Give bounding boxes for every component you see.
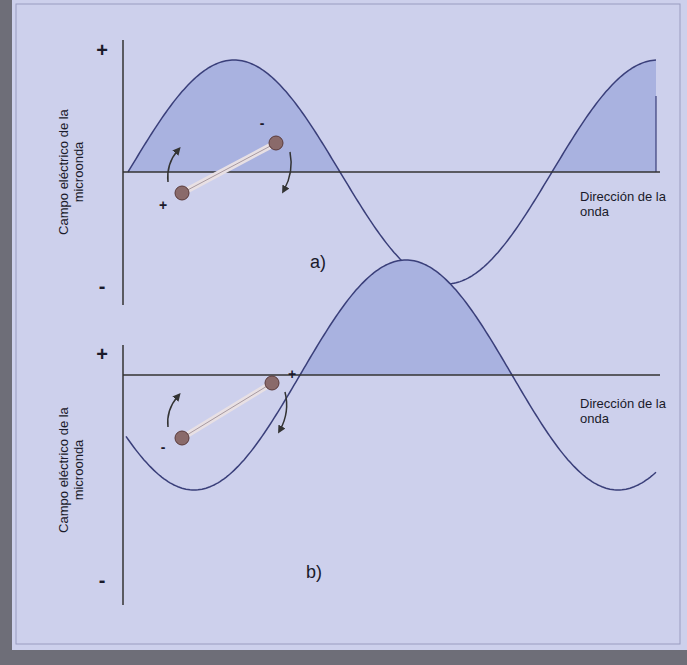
- charge-sign: -: [161, 439, 166, 455]
- y-axis: [122, 345, 124, 605]
- x-axis: [123, 374, 660, 376]
- axis-sign: -: [99, 275, 106, 298]
- x-axis: [123, 171, 660, 173]
- charge-sign: +: [288, 366, 296, 382]
- wave-end: [655, 96, 656, 172]
- wave-fill: [552, 60, 656, 172]
- axis-title: Dirección de la onda: [580, 190, 670, 220]
- wave-fill: [300, 260, 512, 375]
- dipole: [168, 136, 291, 200]
- wave-fill: [128, 60, 340, 172]
- charge-sign: -: [260, 115, 265, 131]
- frame-line: [16, 4, 680, 644]
- panel-label: b): [306, 562, 322, 583]
- axis-title: Campo eléctrico de la microonda: [57, 385, 87, 555]
- charge-sign: +: [159, 197, 167, 213]
- dipole: [168, 376, 287, 445]
- axis-title: Campo eléctrico de la microonda: [57, 87, 87, 257]
- frame-shadow: [0, 650, 687, 665]
- axis-sign: +: [96, 343, 108, 366]
- axis-sign: +: [96, 39, 108, 62]
- axis-sign: -: [99, 569, 106, 592]
- panel-label: a): [310, 252, 326, 273]
- axis-title: Dirección de la onda: [580, 397, 670, 427]
- frame-shadow: [0, 0, 12, 665]
